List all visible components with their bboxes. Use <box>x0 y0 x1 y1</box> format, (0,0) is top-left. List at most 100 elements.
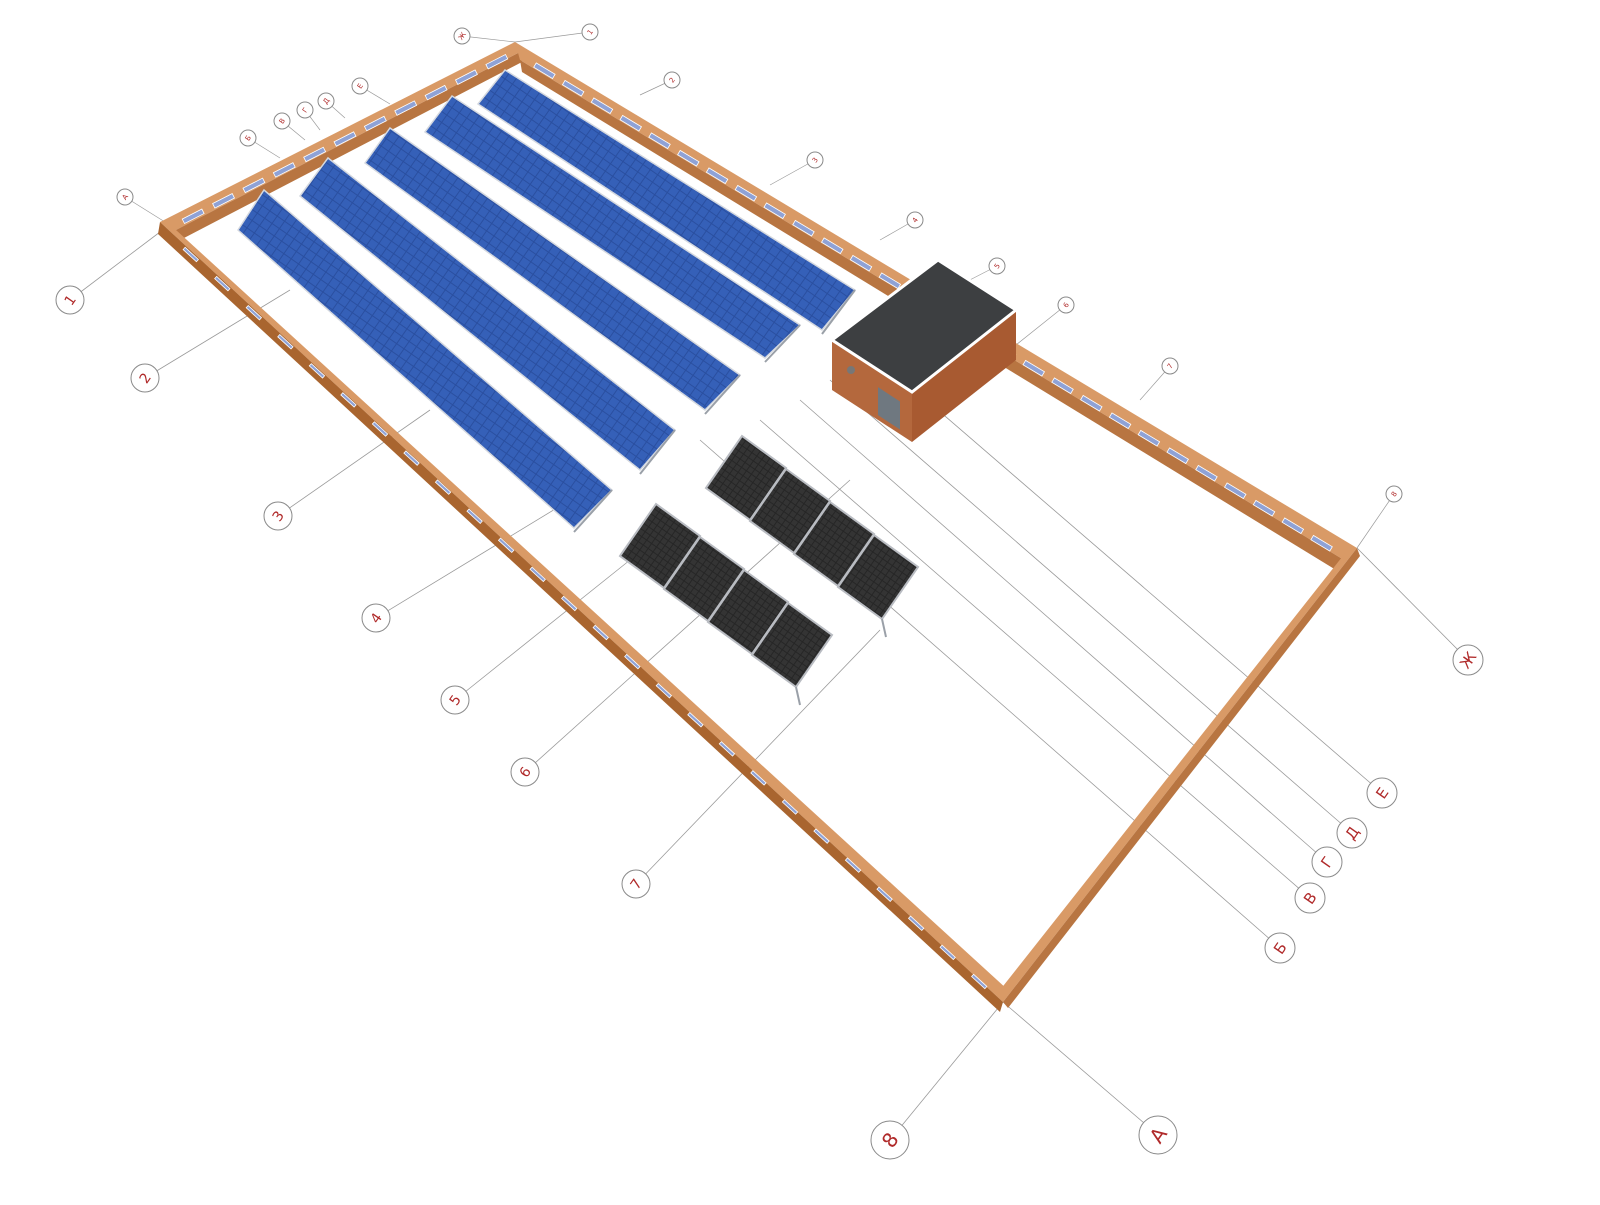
axis-label-text: 1 <box>586 28 595 36</box>
axis-label-text: Ж <box>457 31 468 42</box>
fence-window <box>1310 534 1333 552</box>
fence-wall-east <box>1000 548 1357 1002</box>
fence-window <box>485 53 509 70</box>
axis-label-circle <box>1057 296 1075 314</box>
axis-label-letter-7: Ж <box>1452 644 1484 676</box>
axis-label-text: 7 <box>1166 362 1175 370</box>
fence-window <box>792 219 815 237</box>
fence-window <box>655 682 673 699</box>
axis-label-number-6: 6 <box>510 757 540 787</box>
axis-label-circle <box>1385 485 1403 503</box>
fence-window <box>849 254 873 272</box>
axis-label-circle <box>351 77 369 95</box>
axis-label-circle <box>1336 817 1368 849</box>
fence-window <box>466 508 483 524</box>
axis-label-letter-6: Е <box>1366 777 1398 809</box>
axis-leader-line <box>1356 493 1395 549</box>
fence-window <box>1195 464 1218 482</box>
fence-window <box>214 275 231 292</box>
axis-label-circle <box>621 869 651 899</box>
axis-label-circle <box>870 1120 910 1160</box>
axis-label-circle <box>296 101 314 119</box>
fence-window <box>844 857 862 873</box>
solar-row-4 <box>423 94 802 363</box>
axis-label-circle <box>806 151 824 169</box>
fence-window <box>592 624 609 641</box>
fence-window <box>624 653 641 670</box>
axis-label-top-number-5: 5 <box>988 257 1006 275</box>
axis-label-text: 4 <box>911 216 920 225</box>
axis-label-number-7: 7 <box>621 869 651 899</box>
fence-window <box>182 246 199 263</box>
solar-panel-rows <box>237 69 857 533</box>
axis-label-circle <box>116 188 134 206</box>
axis-leader-line <box>1015 304 1067 346</box>
fence-window <box>424 84 448 101</box>
axis-label-number-8: 8 <box>870 1120 910 1160</box>
axis-label-circle <box>1161 357 1179 375</box>
axis-label-top-number-2: 2 <box>663 71 681 89</box>
fence-window <box>1137 429 1161 447</box>
fence-window <box>1022 359 1046 377</box>
axis-label-number-2: 2 <box>130 363 160 393</box>
fence-window <box>340 392 357 408</box>
axis-label-text: Г <box>301 106 310 114</box>
axis-label-circle <box>1452 644 1484 676</box>
fence-wall-south-face <box>158 222 1003 1012</box>
solar-row-support <box>573 489 613 533</box>
solar-row-5 <box>476 69 857 335</box>
axis-label-circle <box>273 112 291 130</box>
fence-window <box>403 450 420 466</box>
service-building <box>829 258 1019 442</box>
fence-window <box>1108 412 1132 430</box>
fence-window <box>705 167 729 185</box>
axis-line-number <box>375 499 571 619</box>
axis-label-letter-1: А <box>1138 1115 1178 1155</box>
fence-window <box>1051 377 1074 395</box>
axis-line-number <box>454 559 631 701</box>
axis-line-number <box>889 1001 1004 1141</box>
axis-line-number <box>635 629 881 885</box>
fence-window <box>394 100 418 116</box>
axis-line-number <box>69 231 161 301</box>
fence-window <box>876 886 893 902</box>
fence-window <box>619 114 643 132</box>
fence-wall-south <box>160 222 1008 1002</box>
fence-window <box>1166 447 1189 465</box>
fence-wall-east-face <box>1003 548 1360 1008</box>
solar-collectors <box>618 434 920 706</box>
axis-label-circle <box>1311 846 1343 878</box>
axis-label-top-number-4: 4 <box>906 211 924 229</box>
fence-window <box>878 272 902 290</box>
axis-label-circle <box>453 27 471 45</box>
solar-row-1 <box>237 188 614 533</box>
axis-label-circle <box>130 363 160 393</box>
axis-line-number <box>144 289 291 379</box>
fence-window <box>371 421 389 437</box>
fence-window <box>497 537 515 554</box>
axis-leader-line <box>461 35 516 43</box>
solar-row-support <box>764 324 801 363</box>
axis-label-number-3: 3 <box>263 501 293 531</box>
building-roof <box>829 258 1019 394</box>
fence-window <box>561 595 578 612</box>
fence-window <box>303 146 327 163</box>
fence-window <box>308 363 326 379</box>
fence-window <box>561 79 585 97</box>
axis-label-text: Б <box>244 134 253 143</box>
fence-window <box>245 304 263 321</box>
axis-lines <box>69 31 1469 1141</box>
fence-window <box>590 97 614 115</box>
solar-row-support <box>639 429 676 475</box>
building-door <box>878 387 900 430</box>
axis-label-circle <box>55 285 85 315</box>
fence-window <box>687 712 704 728</box>
axis-label-circle <box>263 501 293 531</box>
solar-row-3 <box>363 126 742 415</box>
axis-label-top-letter-3: В <box>273 112 291 130</box>
axis-label-circle <box>988 257 1006 275</box>
fence-window <box>242 177 266 194</box>
axis-label-circle <box>581 23 599 41</box>
fence-window <box>212 193 236 209</box>
